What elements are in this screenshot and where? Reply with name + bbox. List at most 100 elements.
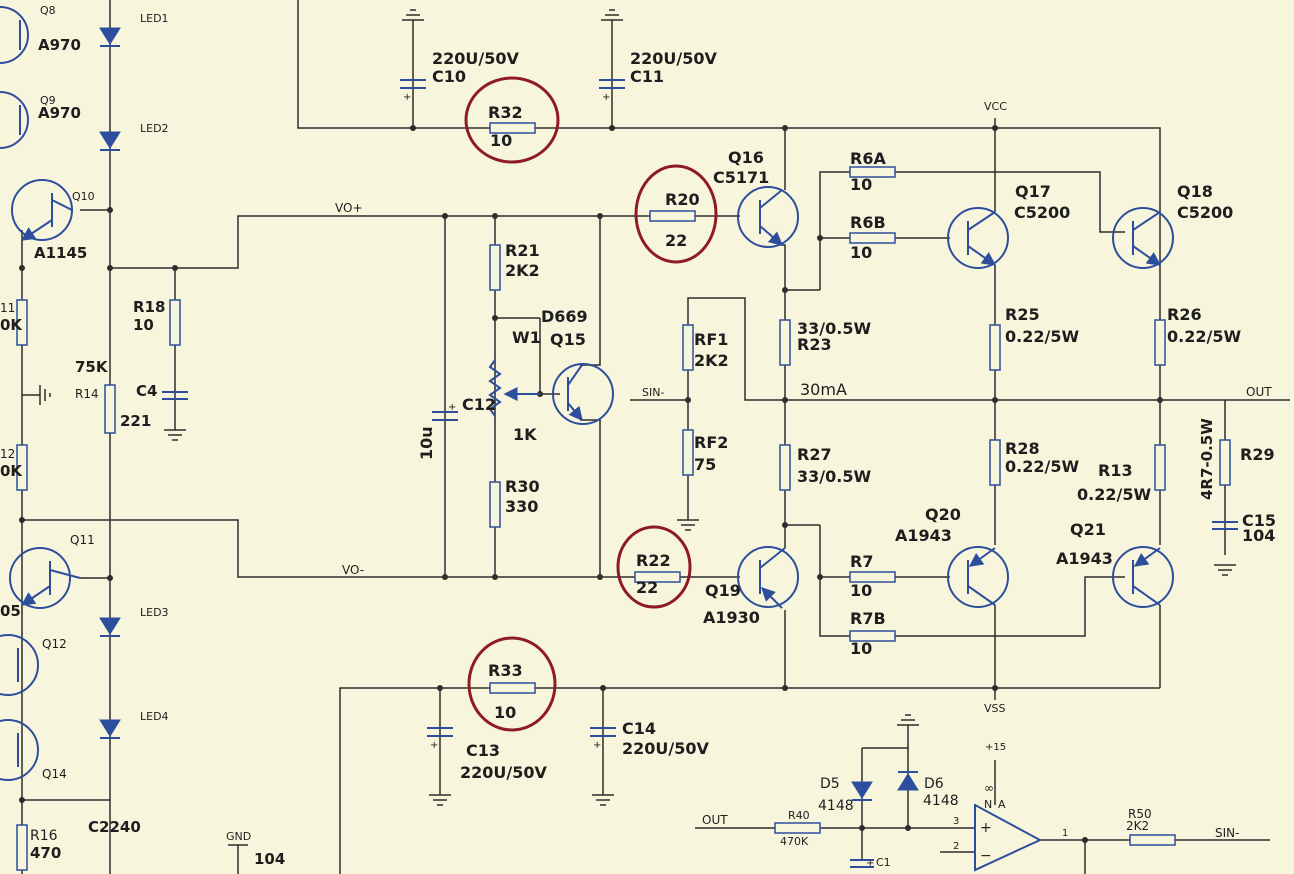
r14-extra: 75K (75, 358, 109, 376)
q20-name: Q20 (925, 505, 961, 524)
q15-name: Q15 (550, 330, 586, 349)
r6b-name: R6B (850, 213, 886, 232)
ground-symbols (39, 9, 1236, 846)
junctions (19, 125, 1163, 843)
r30-value: 330 (505, 497, 538, 516)
c10-name: C10 (432, 67, 466, 86)
q8-name: Q8 (40, 4, 56, 17)
r21-value: 2K2 (505, 261, 540, 280)
r13-value: 0.22/5W (1077, 485, 1151, 504)
led3-label: LED3 (140, 606, 169, 619)
gnd-cap-value: 104 (254, 850, 285, 868)
q15-part: D669 (541, 307, 588, 326)
opamp-minus: − (980, 848, 992, 864)
r11-name-partial: 11 (0, 301, 15, 315)
q8-part: A970 (38, 36, 81, 54)
r11-value-partial: 0K (0, 316, 23, 334)
q18-part: C5200 (1177, 203, 1233, 222)
opamp-pin2: 2 (953, 841, 959, 852)
r26-value: 0.22/5W (1167, 327, 1241, 346)
r14-value: 221 (120, 412, 151, 430)
q19-part: A1930 (703, 608, 760, 627)
d6-name: D6 (924, 776, 944, 792)
transistor-symbols (0, 6, 1174, 781)
opamp-symbol (974, 803, 1043, 872)
q9-part: A970 (38, 104, 81, 122)
d5-name: D5 (820, 776, 840, 792)
r27-value: 33/0.5W (797, 467, 871, 486)
bias-current-label: 30mA (800, 380, 847, 399)
r50-value: 2K2 (1126, 819, 1149, 833)
r22-name: R22 (636, 551, 671, 570)
q10-part: A1145 (34, 244, 87, 262)
rf1-value: 2K2 (694, 351, 729, 370)
r33-value: 10 (494, 703, 516, 722)
r16-name: R16 (30, 828, 58, 844)
rf2-value: 75 (694, 455, 716, 474)
r26-name: R26 (1167, 305, 1202, 324)
q16-part: C5171 (713, 168, 769, 187)
r7-name: R7 (850, 552, 873, 571)
q14-name: Q14 (42, 767, 67, 781)
r28-value: 0.22/5W (1005, 457, 1079, 476)
q16-name: Q16 (728, 148, 764, 167)
c1-plus: + (866, 858, 874, 869)
q18-name: Q18 (1177, 182, 1213, 201)
r30-name: R30 (505, 477, 540, 496)
r40-name: R40 (788, 809, 810, 822)
r6a-value: 10 (850, 175, 872, 194)
r12-name-partial: 12 (0, 447, 15, 461)
c15-value: 104 (1242, 526, 1275, 545)
q10-name: Q10 (72, 190, 95, 203)
net-out: OUT (1246, 385, 1272, 399)
r20-value: 22 (665, 231, 687, 250)
r50-name: R50 (1128, 807, 1152, 821)
q14-part: C2240 (88, 818, 141, 836)
q12-name: Q12 (42, 637, 67, 651)
c14-value: 220U/50V (622, 739, 710, 758)
c11-value: 220U/50V (630, 49, 718, 68)
r27-name: R27 (797, 445, 832, 464)
r29-value: 4R7-0.5W (1198, 418, 1216, 500)
net-vo-plus: VO+ (335, 201, 363, 215)
c13-plus: + (430, 740, 438, 751)
r7b-name: R7B (850, 609, 886, 628)
r14-name: R14 (75, 387, 99, 401)
c13-name: C13 (466, 741, 500, 760)
led2-label: LED2 (140, 122, 169, 135)
r32-name: R32 (488, 103, 523, 122)
rf1-name: RF1 (694, 330, 728, 349)
net-out2: OUT (702, 813, 728, 827)
r6a-name: R6A (850, 149, 886, 168)
w1-name: W1 (512, 328, 541, 347)
opamp-plus: + (980, 820, 992, 836)
led1-label: LED1 (140, 12, 169, 25)
q21-part: A1943 (1056, 549, 1113, 568)
net-vss: VSS (984, 702, 1006, 715)
r23-name: R23 (797, 335, 832, 354)
r32-value: 10 (490, 131, 512, 150)
c13-value: 220U/50V (460, 763, 548, 782)
c15-name: C15 (1242, 511, 1276, 530)
wires (20, 0, 1290, 874)
opamp-pin3: 3 (953, 816, 959, 827)
r6b-value: 10 (850, 243, 872, 262)
r22-value: 22 (636, 578, 658, 597)
rf2-name: RF2 (694, 433, 728, 452)
r12-value-partial: 0K (0, 462, 23, 480)
capacitor-symbols (162, 79, 1238, 868)
d5-value: 4148 (818, 798, 854, 814)
d6-value: 4148 (923, 793, 959, 809)
r28-name: R28 (1005, 439, 1040, 458)
q9-name: Q9 (40, 94, 56, 107)
q19-name: Q19 (705, 581, 741, 600)
led4-label: LED4 (140, 710, 169, 723)
resistor-symbols (16, 122, 1231, 871)
opamp-pin1: 1 (1062, 828, 1068, 839)
r18-name: R18 (133, 298, 165, 316)
r7-value: 10 (850, 581, 872, 600)
c10-value: 220U/50V (432, 49, 520, 68)
highlight-circles (464, 76, 718, 732)
w1-value: 1K (513, 425, 537, 444)
